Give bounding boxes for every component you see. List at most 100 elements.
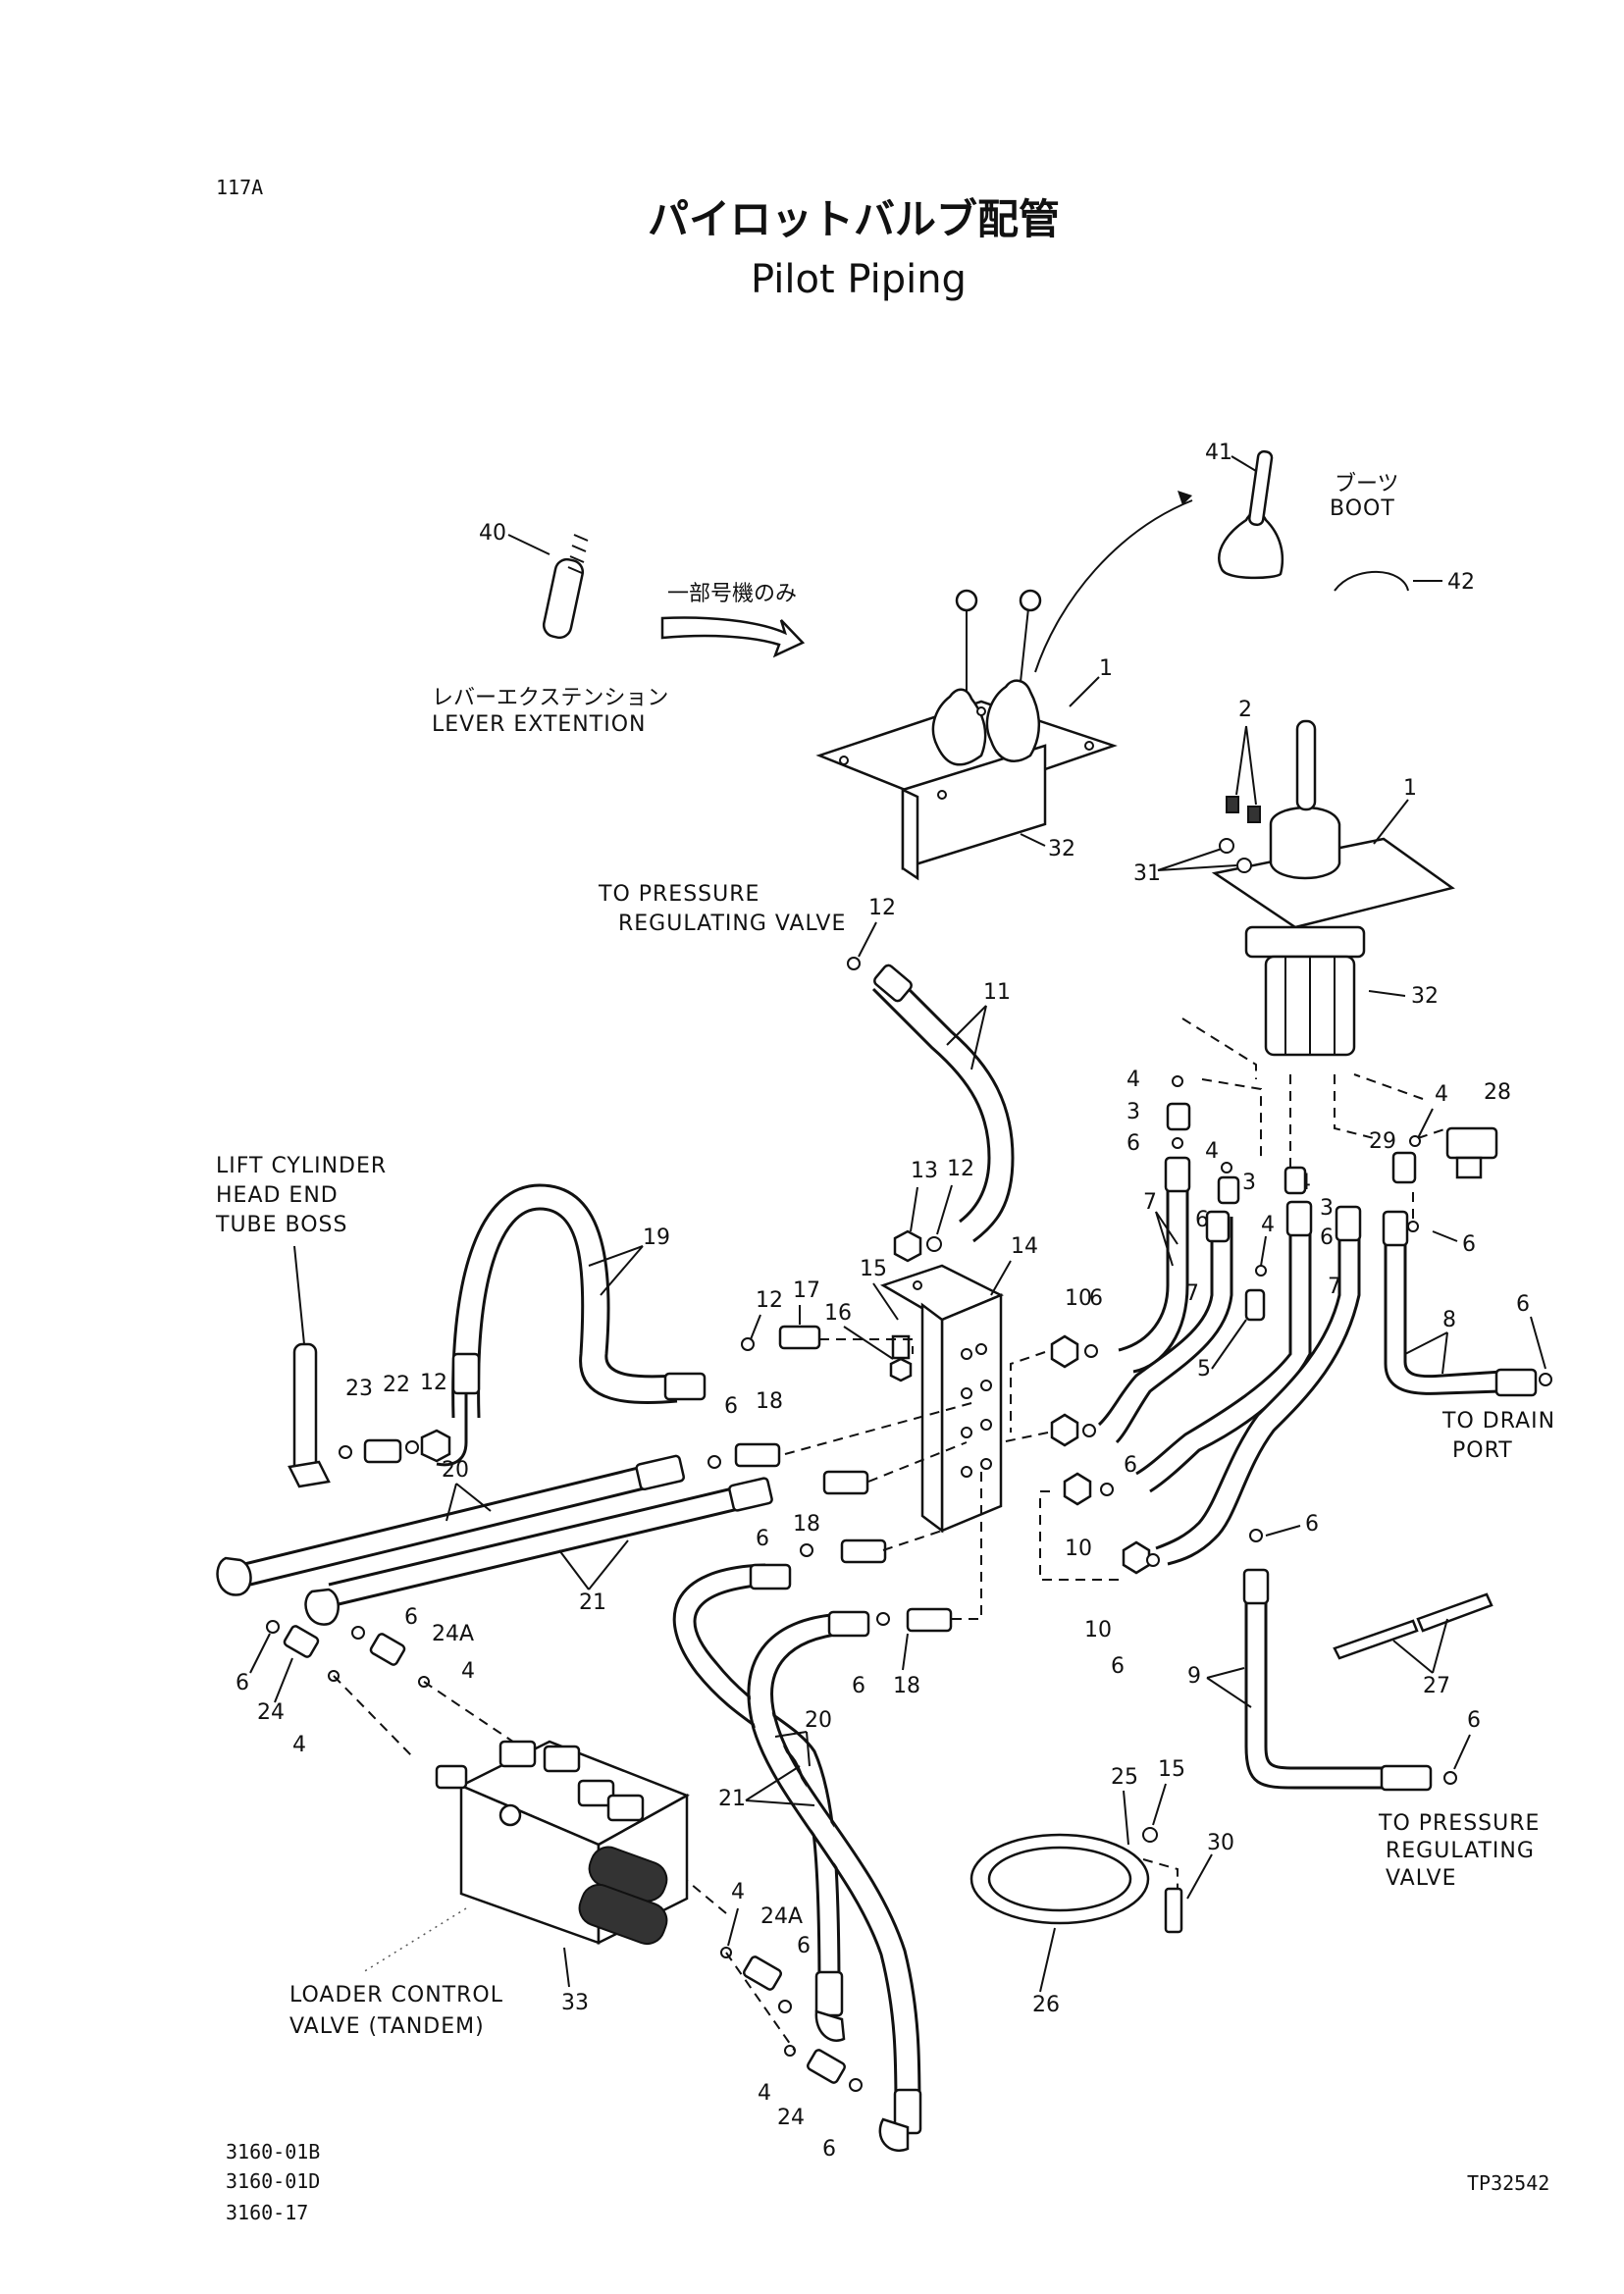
leader-32-top [1020, 833, 1046, 847]
dash-port-1 [1181, 1017, 1257, 1079]
leader-19a [588, 1245, 644, 1267]
callout-22: 22 [383, 1373, 410, 1397]
callout-19: 19 [643, 1225, 670, 1250]
boot-ja: ブーツ [1335, 472, 1399, 496]
hose-21-long-fitting [827, 1610, 870, 1638]
callout-7-b: 7 [1185, 1281, 1199, 1306]
callout-3-a: 3 [1126, 1100, 1140, 1124]
hose-11-fitting-top [873, 964, 913, 1003]
leader-1-right [1373, 799, 1409, 845]
loader-valve-line1: LOADER CONTROL [289, 1983, 503, 2007]
callout-6-n: 6 [1467, 1708, 1481, 1733]
bracket-14 [879, 1264, 1005, 1534]
leader-9a [1206, 1667, 1245, 1679]
leader-32-right [1368, 990, 1406, 997]
callout-6-j: 6 [1124, 1453, 1137, 1478]
oring-12-top [847, 957, 861, 970]
leader-12-mid [936, 1184, 953, 1235]
leader-40 [507, 534, 550, 555]
adapter-24A-b [742, 1955, 783, 1991]
to-prv-bottom-line3: VALVE [1386, 1866, 1456, 1891]
leader-20b1 [774, 1731, 808, 1738]
leader-6m [1265, 1525, 1301, 1537]
callout-4-d: 4 [1261, 1213, 1275, 1237]
callout-4-h: 4 [731, 1880, 745, 1904]
nut-12d [420, 1429, 451, 1463]
callout-6-g: 6 [852, 1674, 865, 1698]
callout-20-b: 20 [805, 1708, 832, 1733]
nut-10a [1050, 1334, 1079, 1369]
callout-6-d: 6 [1462, 1232, 1476, 1257]
callout-41: 41 [1205, 441, 1232, 465]
callout-21-a: 21 [579, 1590, 606, 1615]
nut-10b [1050, 1413, 1079, 1447]
adapter-24-b [806, 2049, 847, 2084]
title-english: Pilot Piping [751, 257, 967, 302]
oring-31b [1236, 858, 1252, 873]
lever-extension-ja: レバーエクステンション [432, 686, 668, 710]
hose-9 [1244, 1580, 1393, 1790]
callout-8: 8 [1442, 1308, 1456, 1332]
bolt-2a [1226, 796, 1239, 813]
leader-loader-valve [362, 1907, 467, 1973]
nut-10d [1122, 1540, 1151, 1575]
elbow-28-base [1455, 1156, 1483, 1179]
adapter-3c [1283, 1166, 1307, 1195]
leader-21a2 [588, 1539, 629, 1590]
callout-4-a: 4 [1126, 1068, 1140, 1092]
dash-port-2 [1201, 1078, 1262, 1158]
dash-lower-fittings [725, 1952, 796, 2052]
bolt-16 [889, 1357, 913, 1382]
hose-21-fitting [728, 1477, 773, 1512]
callout-29: 29 [1369, 1129, 1396, 1154]
oring-12-mid [926, 1236, 942, 1252]
callout-1-right: 1 [1403, 776, 1417, 801]
callout-6-p: 6 [404, 1605, 418, 1630]
oring-4e [1409, 1135, 1421, 1147]
callout-21-b: 21 [718, 1787, 746, 1811]
hose-20-long-elbow [814, 2009, 846, 2042]
tube-boss-part [288, 1342, 331, 1488]
callout-10-b: 10 [1065, 1537, 1092, 1561]
leader-16 [843, 1326, 894, 1360]
leader-26 [1039, 1927, 1056, 1993]
to-prv-bottom-line2: REGULATING [1386, 1839, 1535, 1863]
hose-20-upper [239, 1460, 673, 1587]
curved-arrow-to-boot [1034, 499, 1193, 673]
callout-12-d: 12 [420, 1371, 447, 1395]
lift-cyl-line3: TUBE BOSS [215, 1213, 347, 1237]
hose-20-long-end [814, 1970, 844, 2017]
to-drain-line1: TO DRAIN [1441, 1409, 1555, 1434]
leader-9b [1206, 1677, 1252, 1708]
lever-extension-en: LEVER EXTENTION [432, 712, 646, 737]
hose-8-fitting-end [1494, 1368, 1538, 1397]
callout-3-b: 3 [1242, 1171, 1256, 1195]
dash-port-4 [1334, 1074, 1375, 1139]
oring-4a [1172, 1075, 1183, 1087]
leader-24a [274, 1657, 293, 1703]
arrow-head-boot [1178, 491, 1192, 505]
callout-24-b: 24 [777, 2106, 805, 2130]
oring-6p [351, 1626, 365, 1640]
oring-6e [707, 1455, 721, 1469]
callout-6-l: 6 [1516, 1292, 1530, 1317]
leader-20a2 [455, 1483, 492, 1512]
oring-9-end [1443, 1771, 1457, 1785]
callout-4-b: 4 [1205, 1139, 1219, 1164]
callout-40: 40 [479, 521, 506, 546]
leader-2b [1245, 725, 1257, 806]
nut-13 [893, 1229, 922, 1263]
model-code-1: 3160-01B [226, 2140, 320, 2164]
adapter-5 [1244, 1288, 1266, 1322]
leader-7a2 [1155, 1211, 1174, 1267]
callout-25: 25 [1111, 1765, 1138, 1790]
callout-3-c: 3 [1320, 1196, 1334, 1221]
leader-21b2 [745, 1799, 815, 1806]
callout-6-b: 6 [1195, 1208, 1209, 1232]
callout-27: 27 [1423, 1674, 1450, 1698]
washer-15b [1142, 1827, 1158, 1843]
leader-6l [1530, 1316, 1546, 1370]
callout-20-a: 20 [442, 1458, 469, 1483]
leader-30 [1186, 1853, 1213, 1900]
